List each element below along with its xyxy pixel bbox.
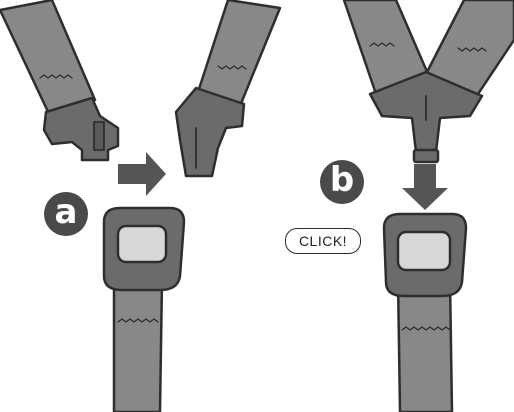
step-a-badge: a (44, 192, 88, 236)
click-callout: CLICK! (285, 228, 361, 254)
tongue-tip (412, 148, 440, 164)
buckle-release-button-b (396, 230, 452, 272)
crotch-strap-b (396, 278, 454, 412)
arrow-right-icon (118, 152, 166, 196)
stitch-line (39, 74, 73, 79)
crotch-strap-a (112, 278, 164, 412)
stitch-line (401, 326, 451, 331)
tongue-slot (93, 121, 105, 151)
right-buckle-tongue (174, 86, 246, 178)
stitch-line (457, 47, 487, 52)
stitch-line (117, 318, 159, 323)
panel-b (342, 0, 514, 412)
right-shoulder-strap-a (196, 0, 282, 108)
step-b-badge: b (320, 160, 364, 204)
stitch-line (369, 42, 395, 47)
arrow-down-icon (402, 164, 448, 210)
panel-a (0, 0, 282, 412)
buckle-release-button-a (116, 224, 168, 264)
right-shoulder-strap-b (424, 0, 514, 102)
left-shoulder-strap-a (0, 0, 97, 118)
stitch-line (217, 65, 247, 70)
